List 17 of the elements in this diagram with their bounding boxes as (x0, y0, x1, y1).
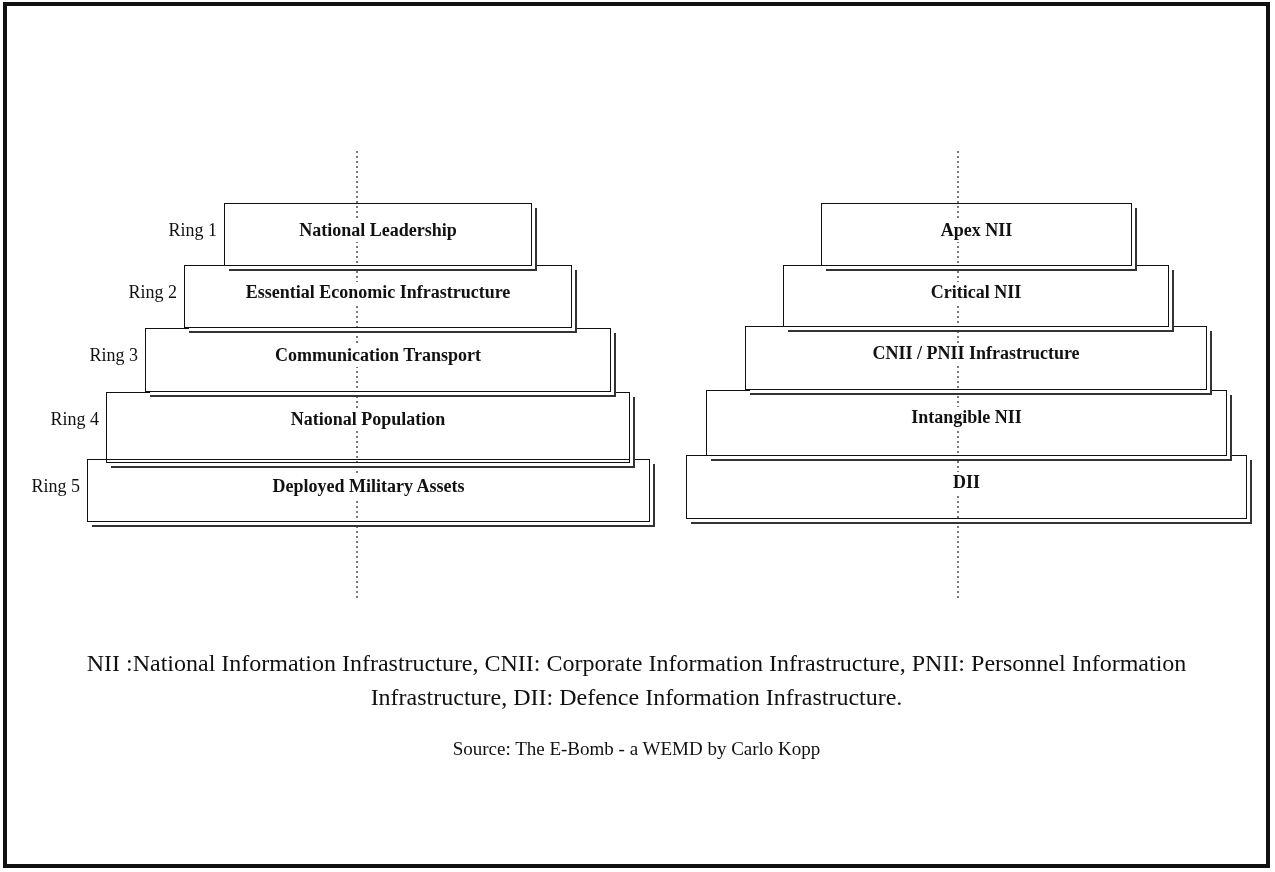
ring-label: Ring 2 (128, 282, 177, 303)
ring-title: Essential Economic Infrastructure (245, 282, 511, 304)
ring-title: CNII / PNII Infrastructure (872, 343, 1080, 365)
ring-label: Ring 5 (31, 476, 80, 497)
ring-label: Ring 3 (89, 345, 138, 366)
source-note: Source: The E-Bomb - a WEMD by Carlo Kopp (451, 738, 822, 760)
ring-title: National Population (290, 409, 446, 431)
ring-label: Ring 1 (168, 220, 217, 241)
ring-title: Communication Transport (275, 345, 481, 367)
ring-title: Intangible NII (911, 407, 1022, 429)
ring-title: DII (953, 472, 980, 494)
ring-label: Ring 4 (50, 409, 99, 430)
ring-title: Apex NII (940, 220, 1013, 242)
ring-title: Critical NII (930, 282, 1022, 304)
ring-title: Deployed Military Assets (272, 476, 465, 498)
caption: NII :National Information Infrastructure, CNII: Corporate Information Infrastructure, PNII: Personnel Information Infrastructure, DII: Defence Information Infrastructure. (85, 649, 1188, 712)
ring-title: National Leadership (299, 220, 457, 242)
